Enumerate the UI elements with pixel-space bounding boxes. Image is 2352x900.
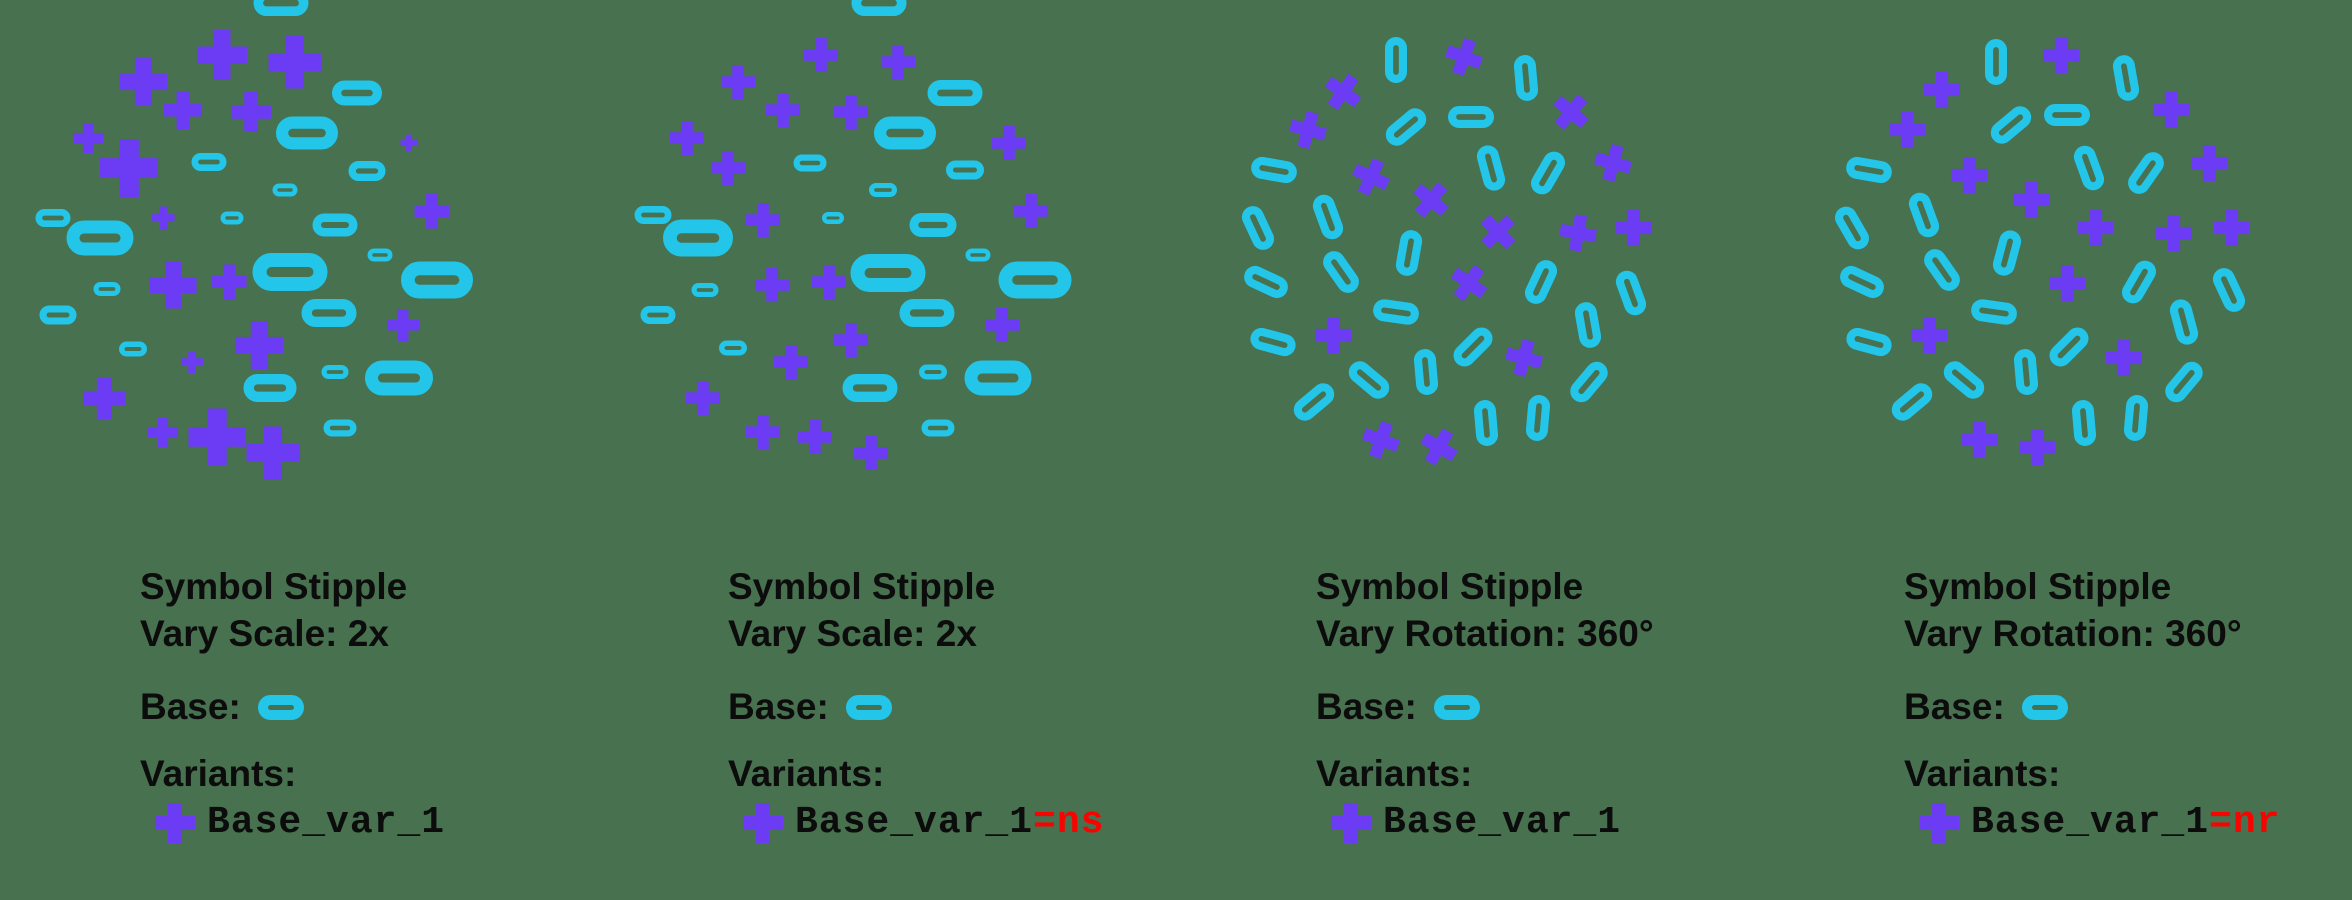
variant-name: Base_var_1 — [1383, 801, 1622, 844]
base-label: Base: — [140, 686, 241, 727]
variants-label: Variants: — [728, 753, 885, 794]
base-label: Base: — [728, 686, 829, 727]
pill-ring-icon — [257, 694, 304, 720]
panel-title: Symbol Stipple — [728, 566, 996, 607]
variant-name: Base_var_1 — [1971, 801, 2210, 844]
variant-row: Base_var_1 =ns — [743, 803, 1104, 843]
stipple-panel-3: Symbol Stipple Vary Rotation: 360° Base:… — [1176, 0, 1764, 900]
base-row: Base: — [140, 686, 305, 728]
stipple-panel-1: Symbol Stipple Vary Scale: 2x Base: Vari… — [0, 0, 588, 900]
panel-title: Symbol Stipple — [140, 566, 408, 607]
stipple-panel-2: Symbol Stipple Vary Scale: 2x Base: Vari… — [588, 0, 1176, 900]
plus-icon — [1331, 803, 1371, 843]
variant-suffix: =ns — [1033, 801, 1105, 844]
base-label: Base: — [1904, 686, 2005, 727]
panel-subtitle: Vary Rotation: 360° — [1316, 613, 1654, 654]
variants-label: Variants: — [1316, 753, 1473, 794]
pill-ring-icon — [2021, 694, 2068, 720]
panel-title: Symbol Stipple — [1904, 566, 2172, 607]
panel-subtitle: Vary Scale: 2x — [140, 613, 389, 654]
pill-ring-icon — [845, 694, 892, 720]
base-row: Base: — [1316, 686, 1481, 728]
stipple-pattern — [1834, 37, 2250, 465]
variant-name: Base_var_1 — [795, 801, 1034, 844]
variant-row: Base_var_1 =nr — [1919, 803, 2280, 843]
stipple-panel-4: Symbol Stipple Vary Rotation: 360° Base:… — [1764, 0, 2352, 900]
base-label: Base: — [1316, 686, 1417, 727]
pill-ring-icon — [1433, 694, 1480, 720]
plus-icon — [743, 803, 783, 843]
stipple-pattern — [35, 0, 474, 480]
panel-subtitle: Vary Rotation: 360° — [1904, 613, 2242, 654]
stipple-pattern — [1241, 36, 1651, 466]
plus-icon — [1919, 803, 1959, 843]
base-row: Base: — [728, 686, 893, 728]
variants-label: Variants: — [140, 753, 297, 794]
panel-subtitle: Vary Scale: 2x — [728, 613, 977, 654]
base-row: Base: — [1904, 686, 2069, 728]
variant-name: Base_var_1 — [207, 801, 446, 844]
panel-title: Symbol Stipple — [1316, 566, 1584, 607]
variants-label: Variants: — [1904, 753, 2061, 794]
variant-row: Base_var_1 — [155, 803, 445, 843]
variant-suffix: =nr — [2209, 801, 2281, 844]
plus-icon — [155, 803, 195, 843]
stipple-pattern — [634, 0, 1072, 470]
variant-row: Base_var_1 — [1331, 803, 1621, 843]
